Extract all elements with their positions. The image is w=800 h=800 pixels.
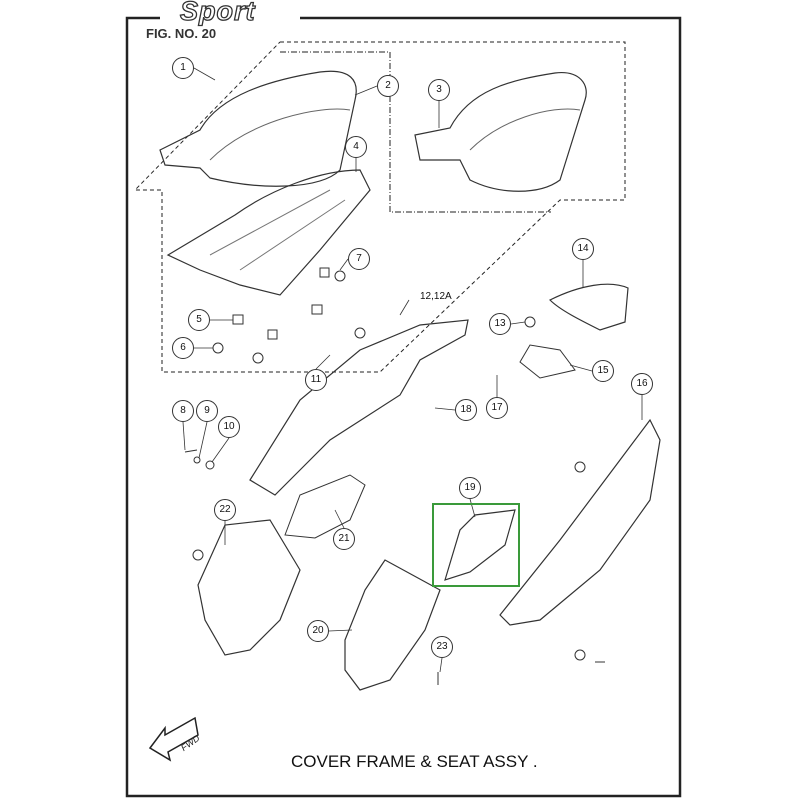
callout-19[interactable]: 19 [459, 477, 481, 499]
side-cover-16-part [499, 418, 661, 626]
callout-23[interactable]: 23 [431, 636, 453, 658]
callout-11[interactable]: 11 [305, 369, 327, 391]
diagram-title: COVER FRAME & SEAT ASSY . [291, 752, 538, 771]
callout-22[interactable]: 22 [214, 499, 236, 521]
figure-number: FIG. NO. 20 [146, 26, 217, 41]
seat-2-part [159, 70, 357, 187]
seat-base-4-part [166, 169, 371, 296]
callout-6[interactable]: 6 [172, 337, 194, 359]
highlight-box-part-19 [432, 503, 520, 587]
callout-3[interactable]: 3 [428, 79, 450, 101]
callout-1[interactable]: 1 [172, 57, 194, 79]
sport-logo: Sport [170, 0, 266, 27]
callout-14[interactable]: 14 [572, 238, 594, 260]
callout-17[interactable]: 17 [486, 397, 508, 419]
callout-16[interactable]: 16 [631, 373, 653, 395]
fwd-arrow-icon [148, 716, 199, 762]
callout-4[interactable]: 4 [345, 136, 367, 158]
callout-18[interactable]: 18 [455, 399, 477, 421]
bracket-21-part [284, 474, 366, 539]
seat-group-outline [133, 41, 626, 373]
frame-cover-11-part [249, 319, 469, 496]
cover-20-part [344, 559, 441, 691]
callout-9[interactable]: 9 [196, 400, 218, 422]
callout-8[interactable]: 8 [172, 400, 194, 422]
callout-12-12a[interactable]: 12,12A [420, 291, 452, 302]
seat-3-part [414, 72, 587, 192]
grab-cover-14-part [548, 283, 629, 331]
callout-10[interactable]: 10 [218, 416, 240, 438]
callout-13[interactable]: 13 [489, 313, 511, 335]
callout-15[interactable]: 15 [592, 360, 614, 382]
callout-2[interactable]: 2 [377, 75, 399, 97]
callout-21[interactable]: 21 [333, 528, 355, 550]
bracket-15-part [519, 344, 576, 379]
callout-20[interactable]: 20 [307, 620, 329, 642]
callout-5[interactable]: 5 [188, 309, 210, 331]
page-frame [125, 16, 682, 798]
seat-subgroup-outline [280, 51, 551, 213]
cover-19-part [444, 509, 516, 581]
cover-22-part [197, 519, 301, 656]
callout-7[interactable]: 7 [348, 248, 370, 270]
